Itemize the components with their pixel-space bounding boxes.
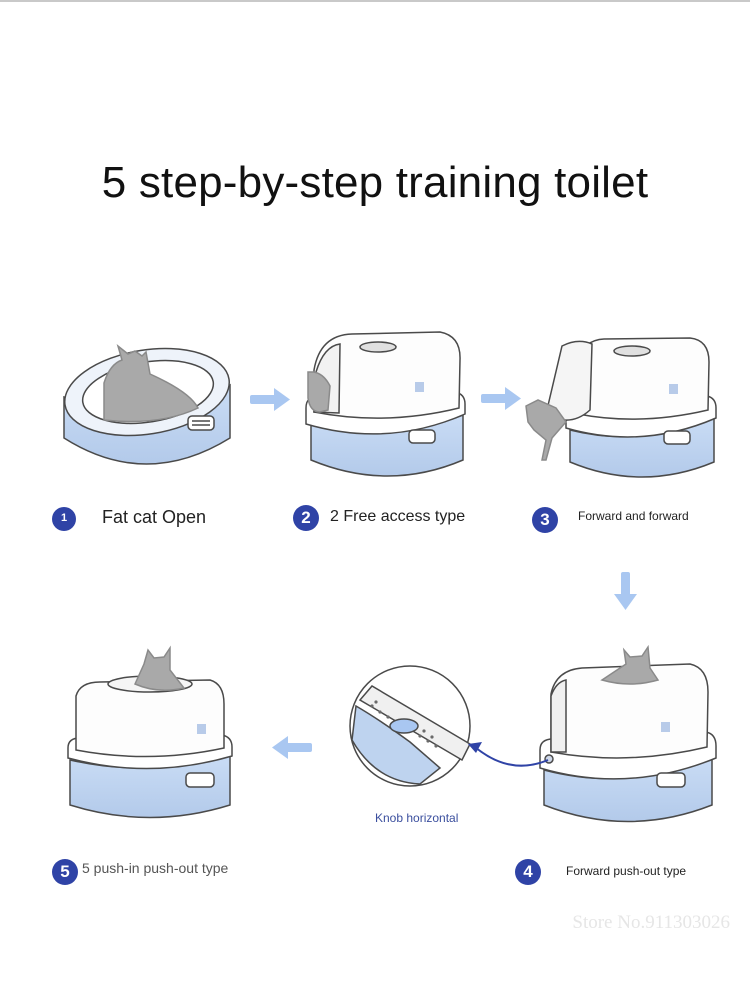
- step-4-label: Forward push-out type: [566, 864, 686, 878]
- step-3-label: Forward and forward: [578, 509, 689, 523]
- step-2-label: 2 Free access type: [330, 508, 465, 526]
- step-1-badge: 1: [52, 507, 76, 531]
- store-watermark: Store No.911303026: [572, 912, 730, 934]
- step-2-badge: 2: [293, 505, 319, 531]
- step-4-badge: 4: [515, 859, 541, 885]
- callout-pointer-arrow: [475, 747, 548, 766]
- knob-callout-label: Knob horizontal: [375, 811, 458, 825]
- step-1-label: Fat cat Open: [102, 507, 206, 528]
- step3-forward-door-illustration: [526, 338, 716, 477]
- step-5-badge: 5: [52, 859, 78, 885]
- step-5-label: 5 push-in push-out type: [82, 860, 228, 876]
- arrow-down: [614, 572, 637, 610]
- arrow-right-1: [250, 388, 290, 411]
- step2-free-access-illustration: [306, 332, 465, 476]
- step4-push-out-illustration: [540, 647, 716, 822]
- arrow-right-2: [481, 387, 521, 410]
- step-3-badge: 3: [532, 507, 558, 533]
- knob-zoom-callout: [350, 666, 470, 786]
- step5-push-in-illustration: [68, 648, 232, 818]
- step1-open-tray-illustration: [58, 338, 235, 464]
- arrow-left: [272, 736, 312, 759]
